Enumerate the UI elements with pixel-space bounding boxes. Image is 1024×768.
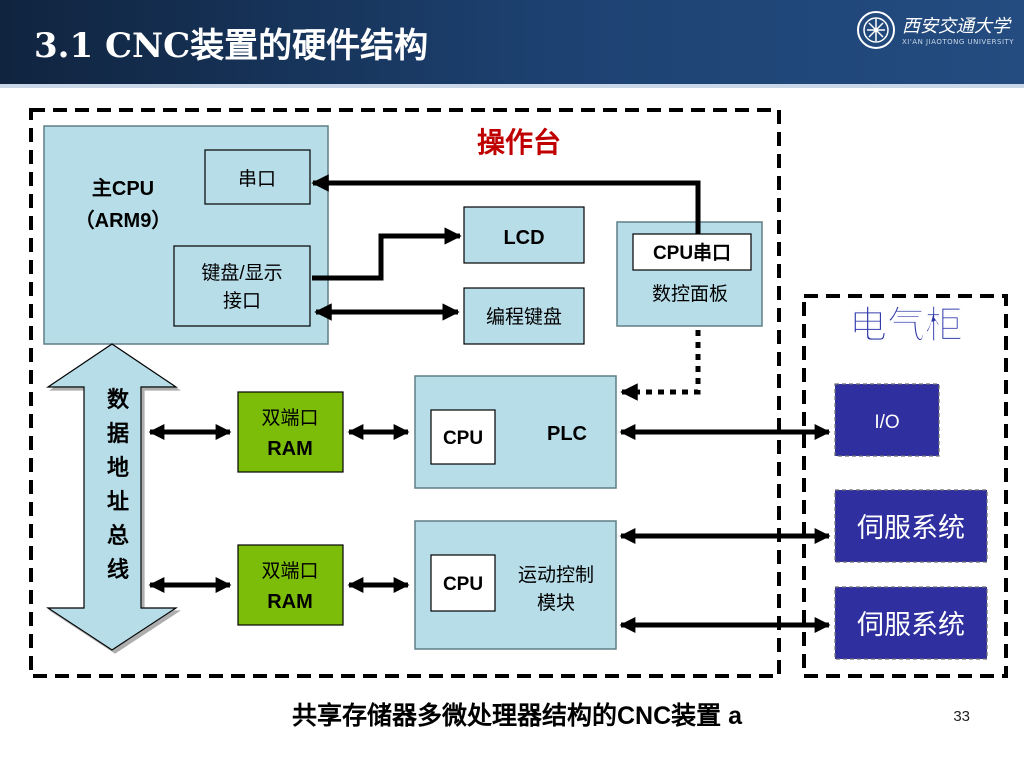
plc-label: PLC <box>547 423 587 445</box>
bus-label-char-5: 总 <box>107 523 129 548</box>
plc-cpu-label: CPU <box>443 428 483 449</box>
programming-keyboard-box <box>463 287 585 345</box>
lcd-label: LCD <box>503 227 544 249</box>
electrical-cabinet-boundary <box>802 294 1008 678</box>
cabinet-label: 电气柜 <box>849 305 963 347</box>
io-box <box>834 383 940 457</box>
keyboard-display-label: 键盘/显示 <box>201 262 282 284</box>
ram-label-1: RAM <box>267 438 313 460</box>
interface-label: 接口 <box>223 290 261 312</box>
console-boundary <box>29 108 781 678</box>
keyboard-display-interface-box <box>173 245 311 327</box>
dual-port-ram-box-1 <box>237 391 344 473</box>
serial-link-arrow <box>311 174 701 234</box>
programming-keyboard-label: 编程键盘 <box>486 306 562 328</box>
slide-title: 3.1 CNC装置的硬件结构 <box>34 26 429 66</box>
university-emblem-icon <box>857 11 895 49</box>
serial-port-box <box>204 149 311 205</box>
main-cpu-model: （ARM9） <box>75 209 172 232</box>
cpu-serial-port-label: CPU串口 <box>653 242 731 264</box>
data-address-bus <box>45 343 179 651</box>
motion-cpu-box <box>430 554 496 612</box>
page-number: 33 <box>953 708 970 725</box>
bus-label-char-4: 址 <box>107 489 129 514</box>
console-label: 操作台 <box>477 126 561 158</box>
servo-system-label-1: 伺服系统 <box>857 513 965 543</box>
nc-panel-label: 数控面板 <box>652 283 728 305</box>
motion-control-label: 运动控制 <box>518 564 594 586</box>
bus-label-char-1: 数 <box>107 387 130 412</box>
lcd-box <box>463 206 585 264</box>
servo-system-label-2: 伺服系统 <box>857 610 965 640</box>
ram-label-2: RAM <box>267 591 313 613</box>
module-label: 模块 <box>537 592 575 614</box>
university-name: 西安交通大学 <box>902 16 1010 37</box>
servo-system-box-2 <box>834 586 988 660</box>
servo-system-box-1 <box>834 489 988 563</box>
panel-plc-dotted-arrow <box>620 330 701 401</box>
main-cpu-label: 主CPU <box>92 176 154 200</box>
title-underline <box>0 84 1024 88</box>
motion-cpu-label: CPU <box>443 574 483 595</box>
university-name-en: XI'AN JIAOTONG UNIVERSITY <box>902 38 1015 46</box>
title-banner <box>0 0 1024 84</box>
display-link-arrow <box>312 227 462 281</box>
dual-port-ram-box-2 <box>237 544 344 626</box>
diagram-caption: 共享存储器多微处理器结构的CNC装置 a <box>292 701 743 730</box>
serial-port-label: 串口 <box>238 168 276 190</box>
dual-port-label-1: 双端口 <box>261 407 318 429</box>
io-label: I/O <box>874 412 899 433</box>
plc-cpu-box <box>430 409 496 465</box>
bus-label-char-3: 地 <box>107 455 129 480</box>
cpu-serial-port-box <box>632 233 752 271</box>
dual-port-label-2: 双端口 <box>261 560 318 582</box>
bus-label-char-2: 据 <box>107 421 129 446</box>
bus-label-char-6: 线 <box>107 557 129 582</box>
